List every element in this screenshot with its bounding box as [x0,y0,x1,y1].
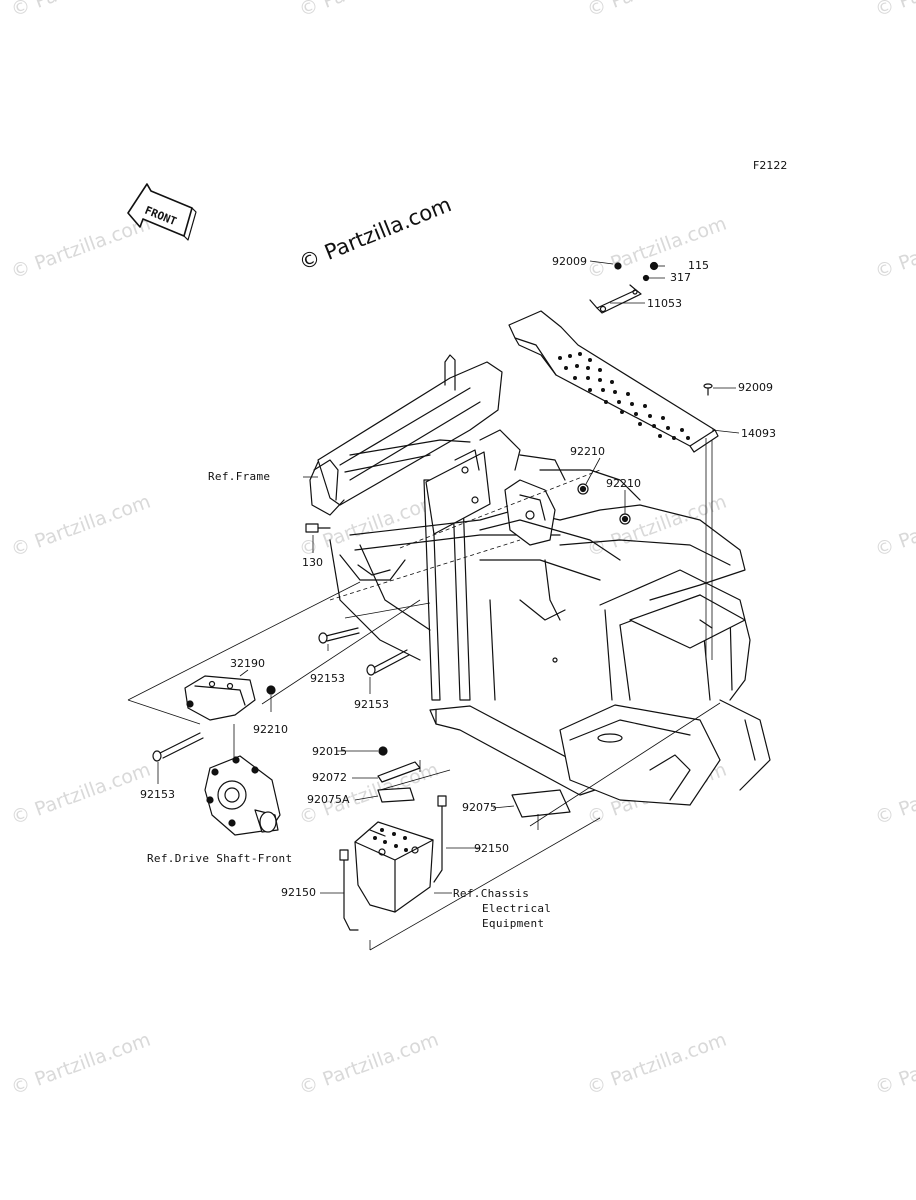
part-label-92075[interactable]: 92075 [462,801,497,814]
bracket-11053 [589,284,642,314]
part-label-92072[interactable]: 92072 [312,771,347,784]
battery [354,821,434,913]
ref-chassis-label-line3: Equipment [482,917,545,930]
part-label-115[interactable]: 115 [688,259,709,272]
footrest-plate-14093 [508,310,719,453]
bolt-130 [305,523,331,533]
part-label-92009[interactable]: 92009 [738,381,773,394]
part-label-92210[interactable]: 92210 [253,723,288,736]
part-label-92210[interactable]: 92210 [570,445,605,458]
part-label-92210[interactable]: 92210 [606,477,641,490]
part-label-14093[interactable]: 14093 [741,427,776,440]
bolt-92153 [366,649,410,676]
part-label-92153[interactable]: 92153 [140,788,175,801]
part-label-92009[interactable]: 92009 [552,255,587,268]
diagram-code: F2122 [753,159,788,172]
part-label-32190[interactable]: 32190 [230,657,265,670]
bolt-92153 [152,732,204,762]
part-label-92153[interactable]: 92153 [310,672,345,685]
mount-bracket-32190 [184,675,256,721]
part-label-92150[interactable]: 92150 [474,842,509,855]
ref-frame-label[interactable]: Ref.Frame [208,470,271,483]
part-label-130[interactable]: 130 [302,556,323,569]
part-label-11053[interactable]: 11053 [647,297,682,310]
front-differential [204,755,281,836]
part-label-317[interactable]: 317 [670,271,691,284]
bolt-92153 [318,627,360,644]
part-label-92075A[interactable]: 92075A [307,793,350,806]
ref-chassis-label[interactable]: Ref.Chassis [453,887,530,900]
part-label-92150[interactable]: 92150 [281,886,316,899]
ref-drive-shaft-label[interactable]: Ref.Drive Shaft-Front [147,852,293,865]
frame [309,354,771,806]
ref-chassis-label-line2: Electrical [482,902,552,915]
front-arrow-icon: FRONT [127,183,197,241]
part-label-92015[interactable]: 92015 [312,745,347,758]
part-label-92153[interactable]: 92153 [354,698,389,711]
